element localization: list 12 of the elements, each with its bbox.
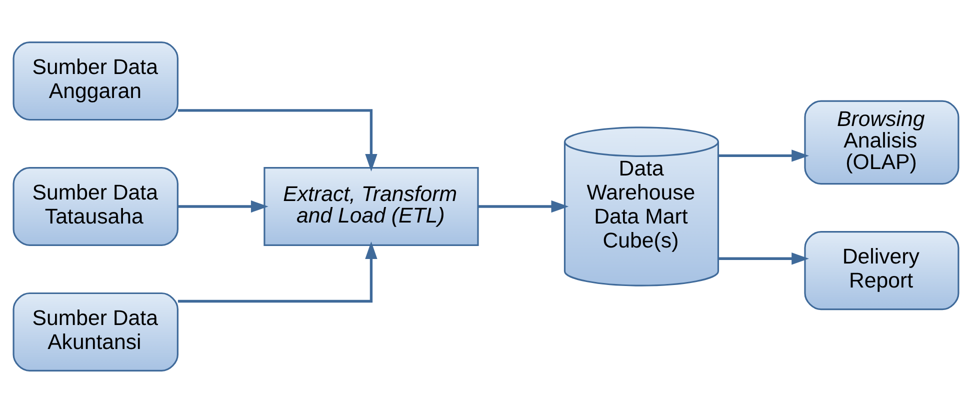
arrow [178, 241, 378, 302]
node-box: Extract, Transform and Load (ETL) [264, 166, 479, 246]
node-box: Browsing Analisis (OLAP) [804, 100, 960, 184]
node-box: Sumber Data Akuntansi [12, 292, 178, 371]
arrow [718, 149, 809, 162]
arrow [718, 252, 809, 264]
arrow [478, 200, 569, 212]
node-box: Sumber Data Tatausaha [12, 166, 178, 246]
node-box: Sumber Data Anggaran [12, 41, 178, 120]
node-box: Delivery Report [804, 230, 960, 310]
arrow [178, 200, 268, 212]
arrow [178, 108, 378, 171]
